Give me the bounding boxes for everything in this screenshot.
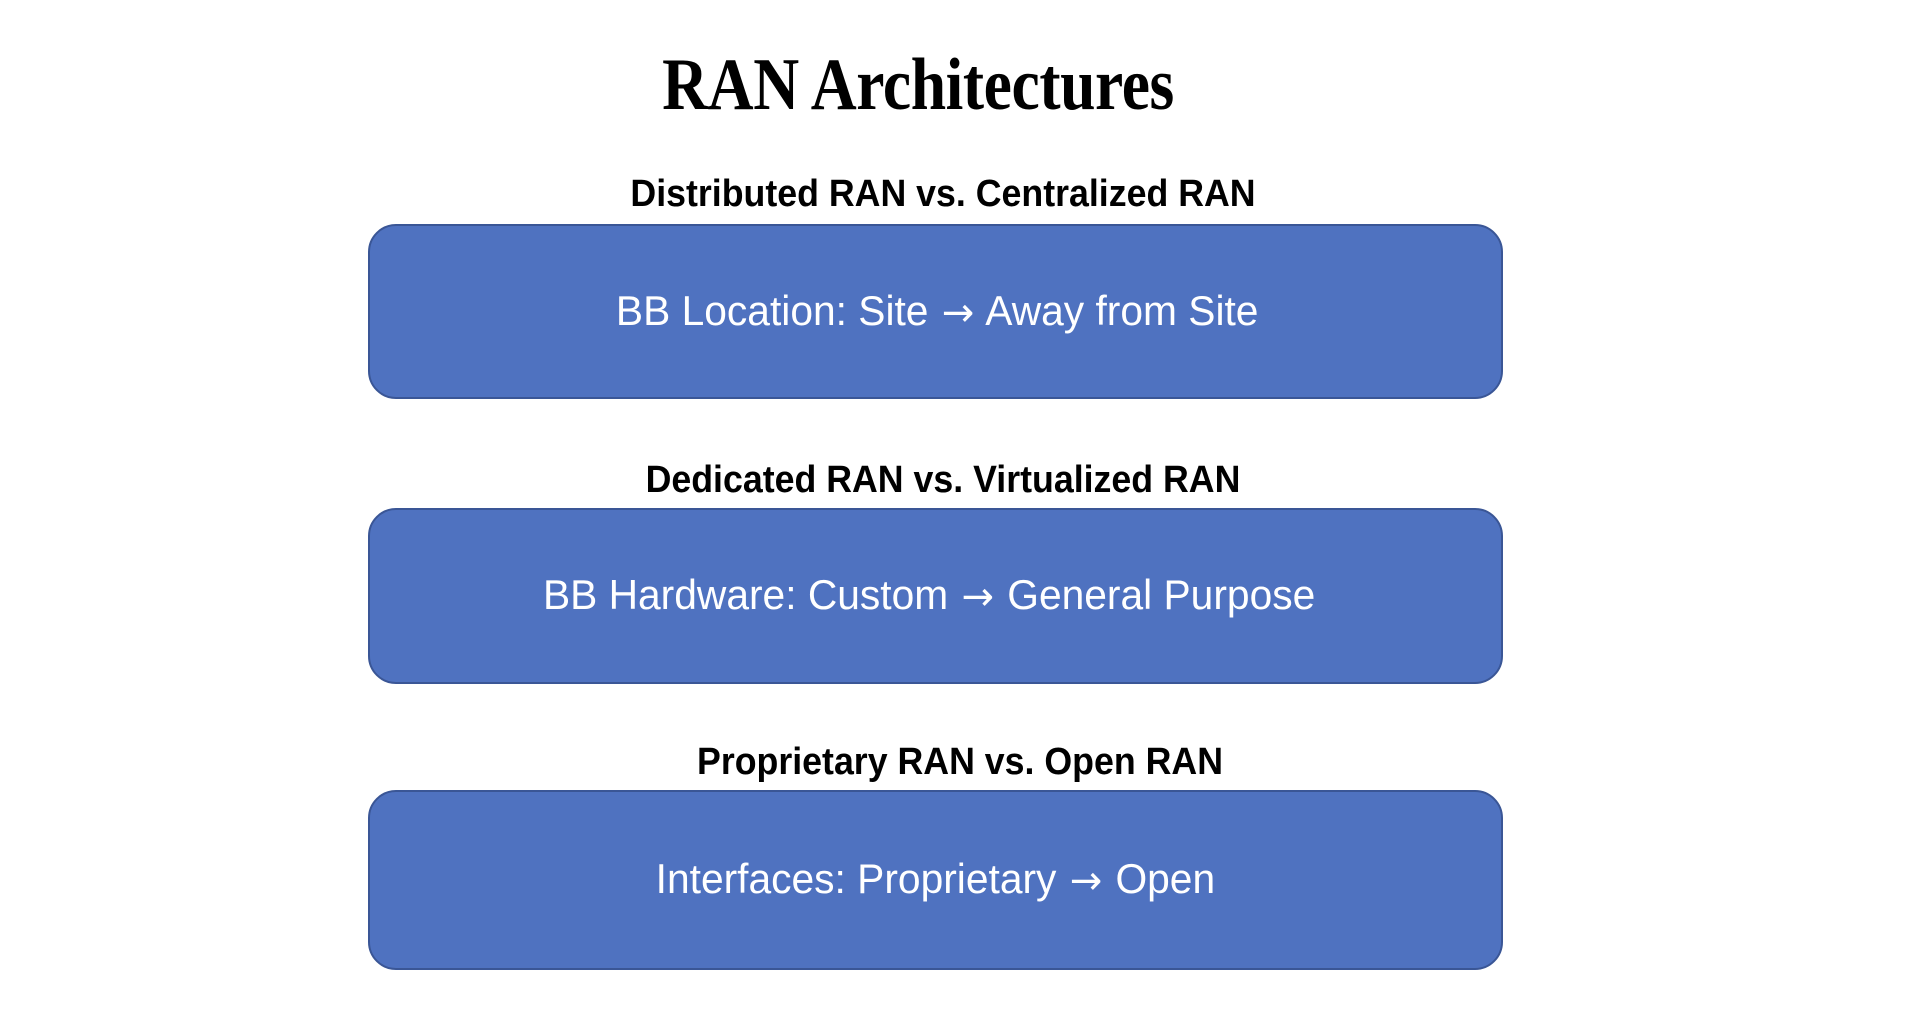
ran-box-1: BB Location: Site → Away from Site	[368, 224, 1503, 399]
right-arrow-icon: →	[942, 289, 975, 336]
ran-box-2-text-after: General Purpose	[1007, 571, 1316, 618]
right-arrow-icon: →	[1069, 858, 1103, 904]
ran-box-3-text-after: Open	[1115, 855, 1216, 902]
ran-box-3-text-before: Interfaces: Proprietary	[655, 855, 1057, 902]
ran-box-3: Interfaces: Proprietary → Open	[368, 790, 1503, 970]
section-heading-1: Distributed RAN vs. Centralized RAN	[630, 173, 1256, 215]
ran-box-text-1: BB Location: Site → Away from Site	[616, 286, 1259, 338]
page-title: RAN Architectures	[662, 44, 1174, 126]
right-arrow-icon: →	[961, 574, 995, 620]
section-heading-2: Dedicated RAN vs. Virtualized RAN	[645, 459, 1241, 501]
ran-box-1-text-before: BB Location: Site	[616, 286, 929, 334]
ran-box-1-text-after: Away from Site	[985, 286, 1259, 334]
ran-box-2-text-before: BB Hardware: Custom	[543, 571, 949, 618]
ran-box-2: BB Hardware: Custom → General Purpose	[368, 508, 1503, 684]
section-heading-3: Proprietary RAN vs. Open RAN	[696, 741, 1223, 783]
ran-box-text-2: BB Hardware: Custom → General Purpose	[543, 570, 1315, 622]
ran-box-text-3: Interfaces: Proprietary → Open	[656, 854, 1215, 906]
